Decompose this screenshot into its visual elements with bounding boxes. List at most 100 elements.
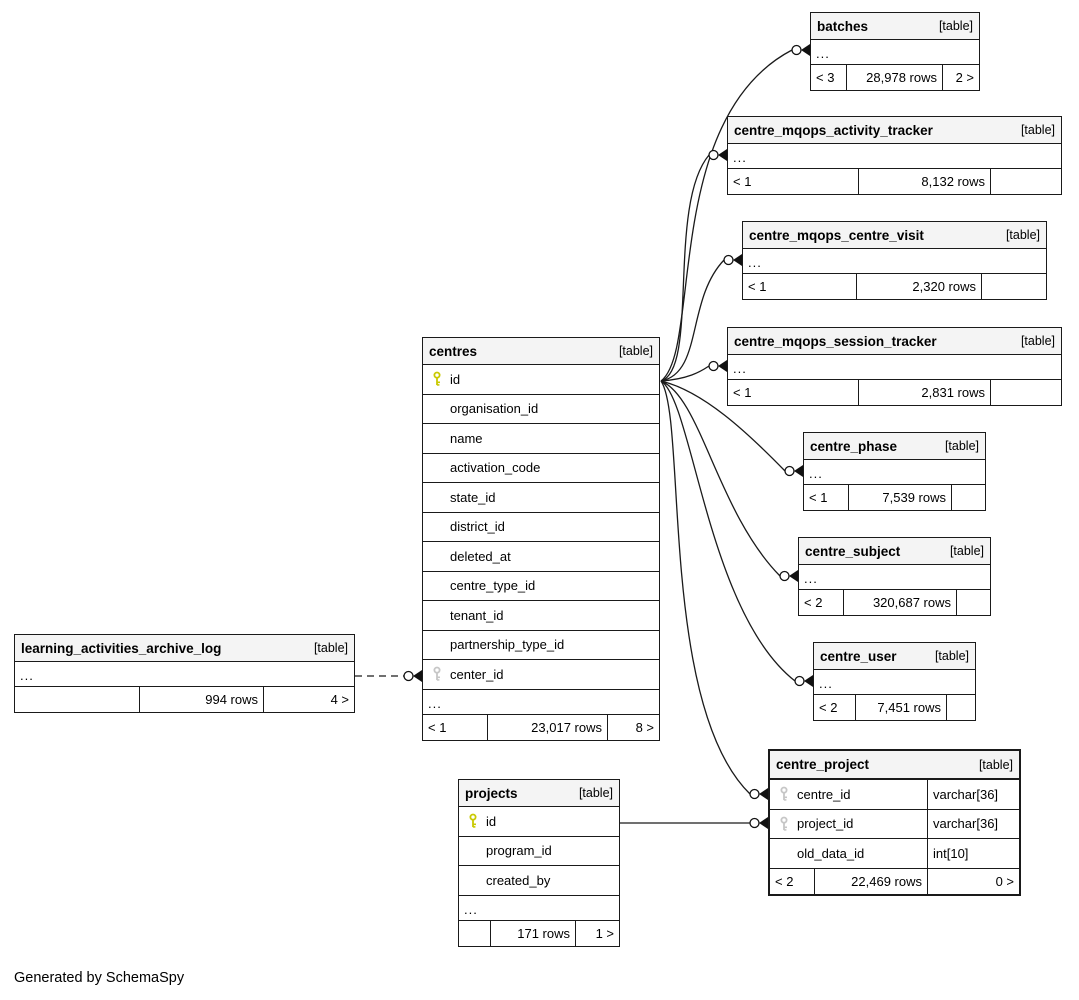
- column-type: varchar[36]: [933, 816, 999, 832]
- column-type: int[10]: [933, 845, 969, 861]
- table-centre-mqops-centre-visit: centre_mqops_centre_visit [table] ... < …: [742, 221, 1047, 300]
- table-name[interactable]: centres: [429, 343, 478, 359]
- edge-centres-centre-subject: [660, 380, 781, 577]
- table-name[interactable]: centre_user: [820, 648, 897, 664]
- column-row: organisation_id: [423, 395, 659, 424]
- footer-children-count: < 1: [423, 714, 488, 740]
- table-header: centre_phase [table]: [804, 433, 985, 460]
- column-row: created_by: [459, 866, 619, 896]
- table-name[interactable]: centre_mqops_session_tracker: [734, 333, 937, 349]
- column-row: name: [423, 424, 659, 454]
- footer-row-count: 7,539 rows: [849, 485, 952, 510]
- ellipsis-row: ...: [804, 460, 985, 485]
- column-name: centre_id: [797, 786, 851, 802]
- column-name: centre_type_id: [450, 578, 536, 594]
- table-badge: [table]: [1020, 334, 1055, 348]
- edge-centres-batches: [660, 49, 793, 382]
- footer-parents-count: 4 >: [330, 692, 349, 707]
- column-type: varchar[36]: [933, 786, 999, 802]
- edge-centres-session-tracker: [660, 365, 710, 382]
- ellipsis-row: ...: [15, 662, 354, 687]
- column-row: state_id: [423, 483, 659, 513]
- primary-key-icon: [431, 371, 443, 387]
- table-header: batches [table]: [811, 13, 979, 40]
- column-name: project_id: [797, 816, 854, 832]
- footer-parents-count: 0 >: [995, 873, 1014, 889]
- table-header: centre_user [table]: [814, 643, 975, 670]
- table-header: centre_mqops_session_tracker [table]: [728, 328, 1061, 355]
- column-name: tenant_id: [450, 607, 504, 623]
- ellipsis-row: ...: [814, 670, 975, 695]
- edge-centres-centre-phase: [660, 380, 786, 472]
- table-header: learning_activities_archive_log [table]: [15, 635, 354, 662]
- table-header: centres [table]: [423, 338, 659, 365]
- column-row: centre_id varchar[36]: [770, 780, 1019, 810]
- table-name[interactable]: learning_activities_archive_log: [21, 640, 222, 656]
- table-footer: < 1 23,017 rows 8 >: [423, 714, 659, 740]
- table-footer: 171 rows 1 >: [459, 920, 619, 946]
- table-centre-phase: centre_phase [table] ... < 1 7,539 rows: [803, 432, 986, 511]
- footer-children-count: [15, 687, 140, 712]
- column-row: centre_type_id: [423, 572, 659, 601]
- footer-row-count: 28,978 rows: [847, 65, 943, 90]
- footer-row-count: 320,687 rows: [844, 590, 957, 615]
- column-name: state_id: [450, 489, 496, 505]
- edge-end-markers: [403, 44, 813, 829]
- table-name[interactable]: projects: [465, 785, 518, 801]
- footer-children-count: < 2: [814, 695, 856, 720]
- table-header: centre_project [table]: [770, 751, 1019, 780]
- edge-centres-centre-user: [660, 380, 796, 682]
- footer-parents-count: [982, 274, 1046, 299]
- table-name[interactable]: centre_subject: [805, 543, 901, 559]
- schemaspy-credit: Generated by SchemaSpy: [14, 970, 185, 986]
- table-name[interactable]: batches: [817, 18, 869, 34]
- table-centre-mqops-activity-tracker: centre_mqops_activity_tracker [table] ..…: [727, 116, 1062, 195]
- ellipsis-row: ...: [459, 896, 619, 921]
- column-row: deleted_at: [423, 542, 659, 572]
- column-name: activation_code: [450, 460, 541, 476]
- ellipsis-row: ...: [743, 249, 1046, 274]
- column-name: partnership_type_id: [450, 637, 565, 653]
- footer-parents-count: [952, 485, 985, 510]
- column-row: tenant_id: [423, 601, 659, 631]
- column-name: deleted_at: [450, 548, 511, 564]
- edge-centres-centre-visit: [660, 259, 725, 382]
- footer-row-count: 2,320 rows: [857, 274, 982, 299]
- table-badge: [table]: [944, 439, 979, 453]
- table-name[interactable]: centre_mqops_activity_tracker: [734, 122, 933, 138]
- column-row: old_data_id int[10]: [770, 839, 1019, 869]
- table-footer: 994 rows 4 >: [15, 687, 354, 712]
- table-learning-activities-archive-log: learning_activities_archive_log [table] …: [14, 634, 355, 713]
- table-footer: < 2 320,687 rows: [799, 590, 990, 615]
- table-projects: projects [table] id program_id created_b…: [458, 779, 620, 947]
- footer-row-count: 2,831 rows: [859, 380, 991, 405]
- table-badge: [table]: [1005, 228, 1040, 242]
- foreign-key-icon: [778, 816, 790, 831]
- table-header: centre_mqops_activity_tracker [table]: [728, 117, 1061, 144]
- footer-children-count: < 1: [743, 274, 857, 299]
- table-header: centre_subject [table]: [799, 538, 990, 565]
- table-centre-project: centre_project [table] centre_id varchar…: [768, 749, 1021, 896]
- table-footer: < 1 2,831 rows: [728, 380, 1061, 405]
- column-name: program_id: [486, 843, 552, 859]
- column-name: name: [450, 430, 483, 446]
- table-centre-mqops-session-tracker: centre_mqops_session_tracker [table] ...…: [727, 327, 1062, 406]
- footer-parents-count: 1 >: [595, 925, 614, 941]
- column-row: district_id: [423, 513, 659, 542]
- footer-row-count: 171 rows: [491, 920, 576, 946]
- column-name: id: [486, 813, 497, 829]
- footer-row-count: 22,469 rows: [815, 868, 928, 894]
- column-name: organisation_id: [450, 401, 539, 417]
- table-badge: [table]: [1020, 123, 1055, 137]
- footer-parents-count: [947, 695, 975, 720]
- table-name[interactable]: centre_mqops_centre_visit: [749, 227, 924, 243]
- table-footer: < 2 7,451 rows: [814, 695, 975, 720]
- table-centre-user: centre_user [table] ... < 2 7,451 rows: [813, 642, 976, 721]
- table-footer: < 1 2,320 rows: [743, 274, 1046, 299]
- table-name[interactable]: centre_phase: [810, 438, 898, 454]
- table-name[interactable]: centre_project: [776, 757, 870, 772]
- table-footer: < 3 28,978 rows 2 >: [811, 65, 979, 90]
- table-badge: [table]: [578, 786, 613, 800]
- table-footer: < 1 8,132 rows: [728, 169, 1061, 194]
